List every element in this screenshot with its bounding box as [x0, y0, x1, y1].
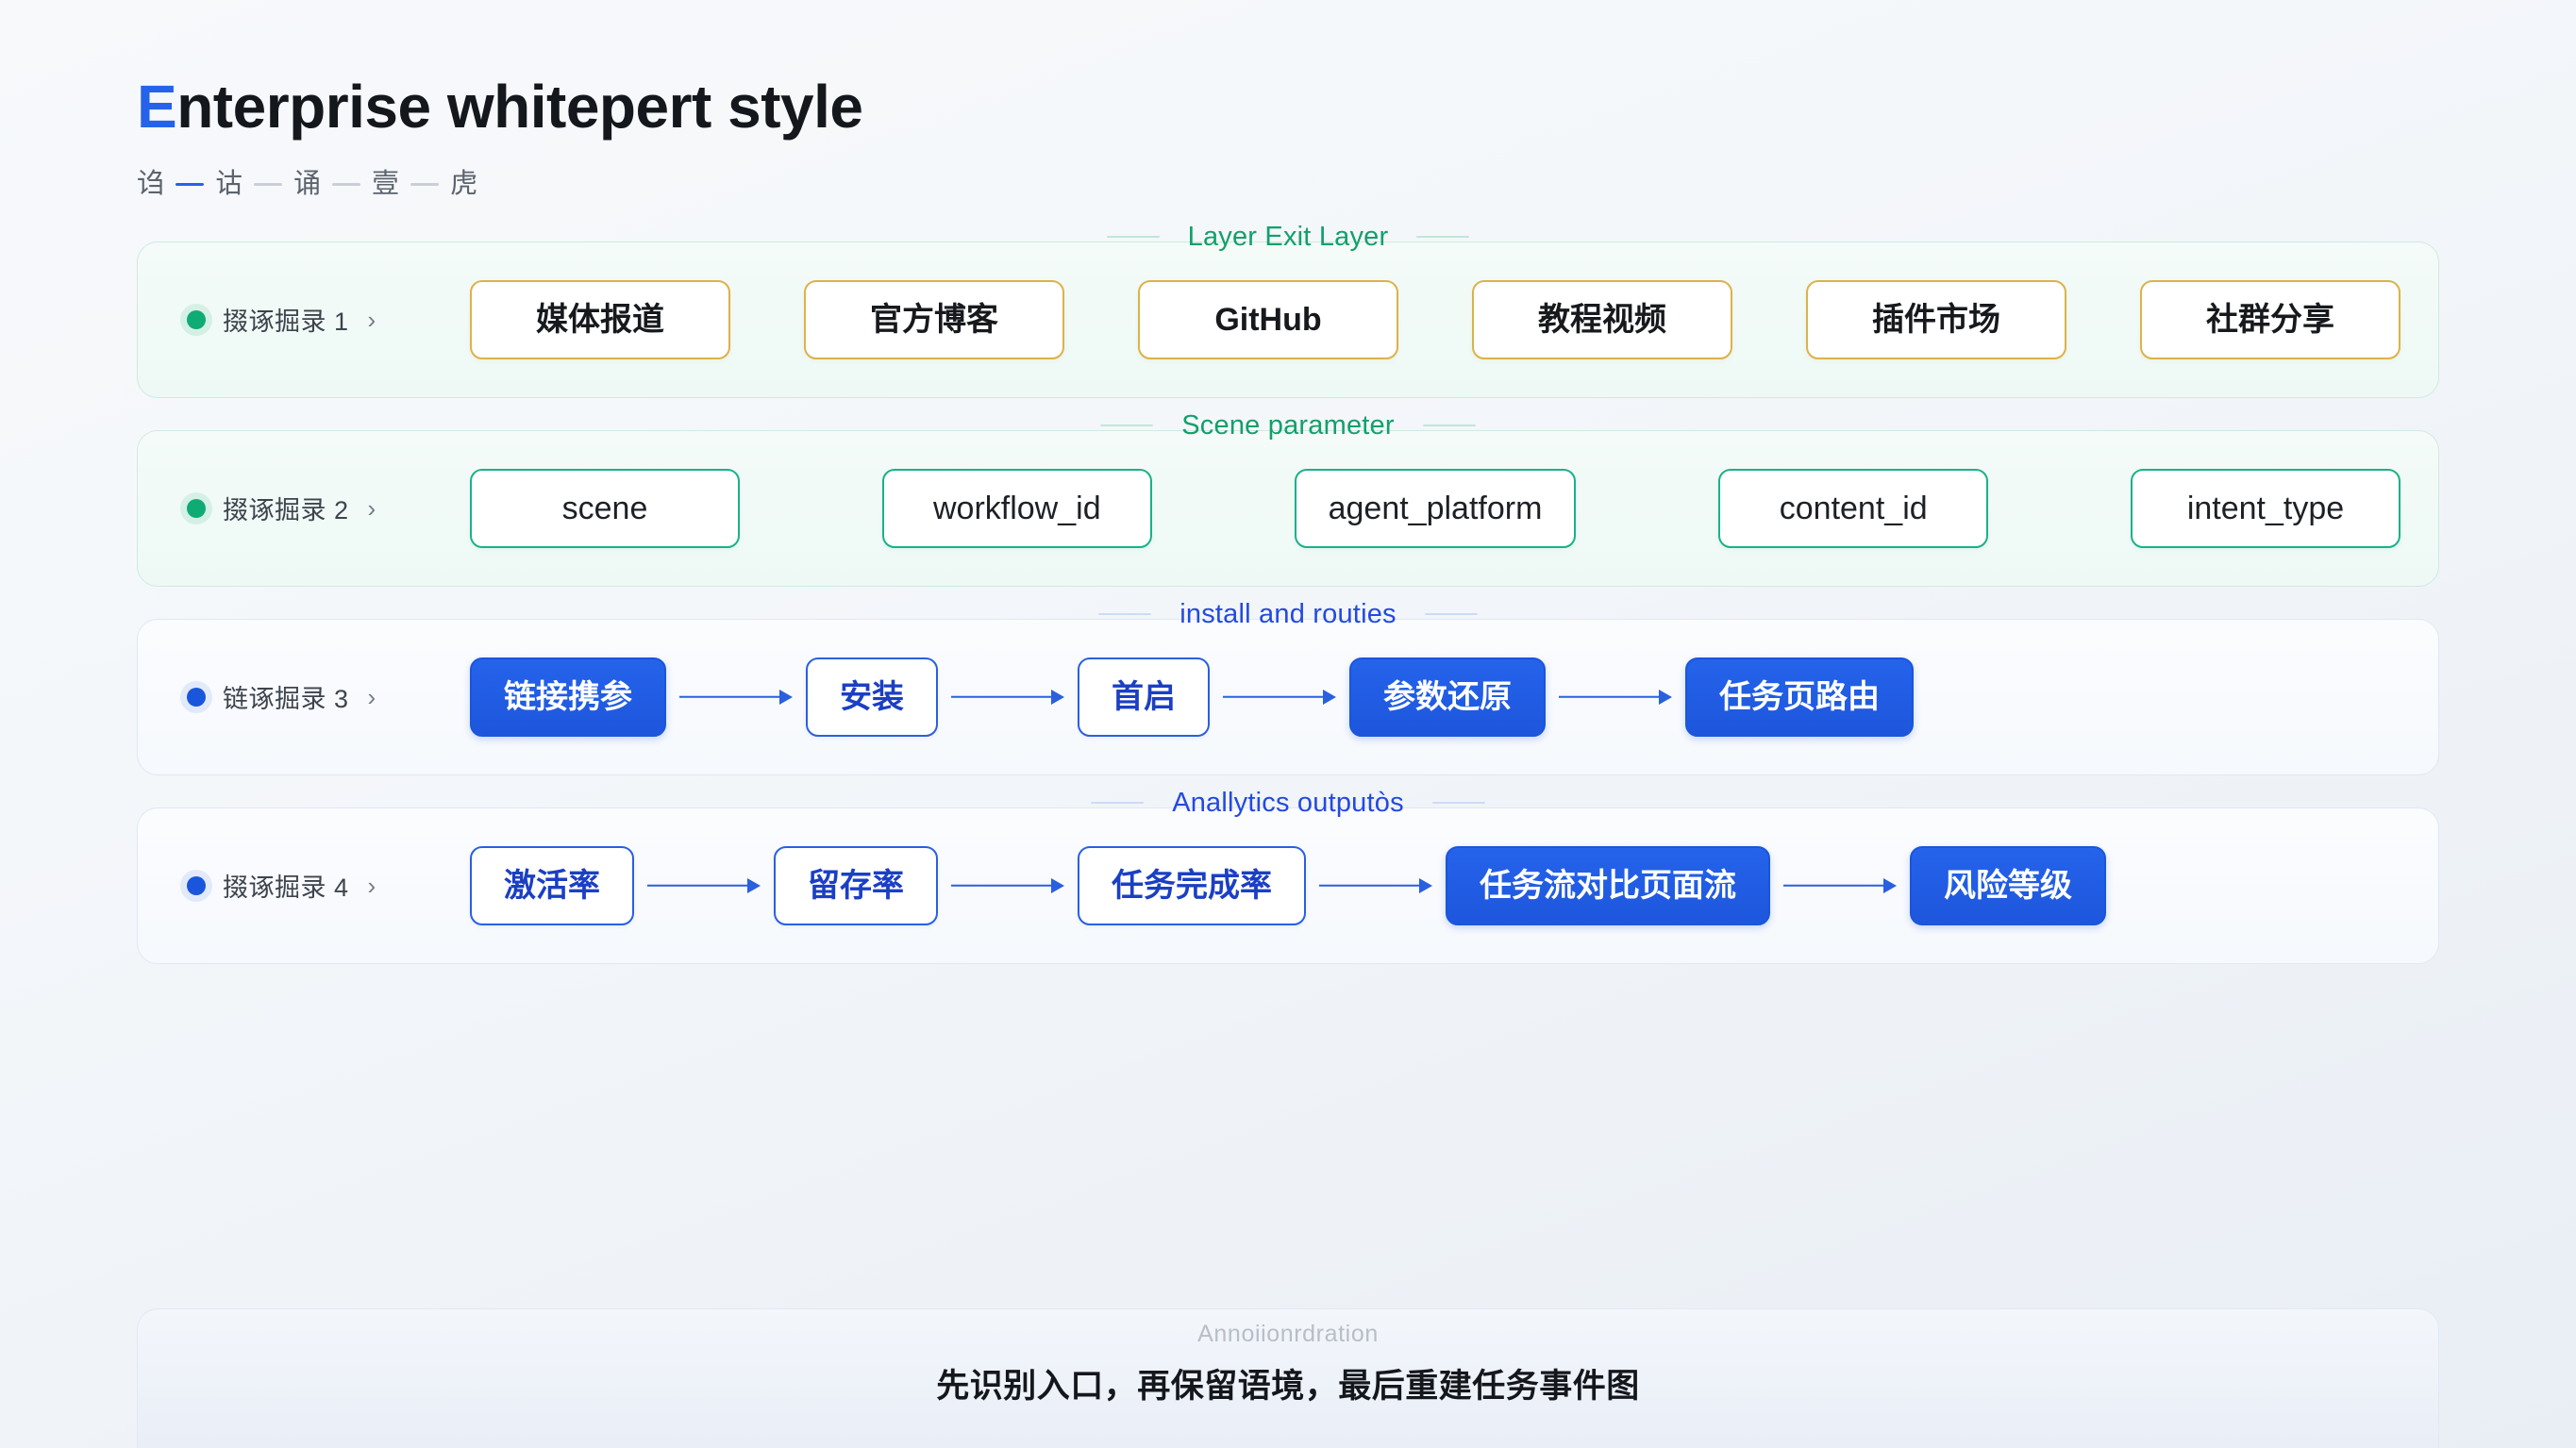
chip-item[interactable]: content_id — [1718, 468, 1989, 548]
row-label-1[interactable]: 掇诼掘录 1 › — [187, 301, 470, 338]
caption-rule-left — [1091, 802, 1145, 805]
step-label-4: 壹 — [372, 169, 400, 200]
step-label-1: 诌 — [137, 169, 165, 200]
section-card-4: Anallytics outputòs 掇诼掘录 4 › 激活率 留存率 任务完成率 任务流… — [137, 789, 2439, 964]
arrow-right-icon — [1559, 686, 1672, 708]
section-card-3: install and routies 链诼掘录 3 › 链接携参 安装 首启 参数还原 任务… — [137, 600, 2439, 775]
step-label-5: 虎 — [450, 169, 478, 200]
row-label-text: 掇诼掘录 1 — [223, 308, 349, 337]
chip-item[interactable]: 安装 — [806, 657, 938, 737]
section-caption-1: Layer Exit Layer — [138, 221, 2438, 252]
chip-item[interactable]: scene — [470, 468, 740, 548]
chip-item[interactable]: 留存率 — [774, 845, 938, 925]
step-divider-3 — [332, 183, 361, 187]
arrow-right-icon — [679, 686, 793, 708]
chip-item[interactable]: 媒体报道 — [470, 279, 730, 359]
bullet-dot-icon — [187, 875, 206, 895]
chip-item[interactable]: 参数还原 — [1349, 657, 1546, 737]
arrow-right-icon — [951, 686, 1064, 708]
arrow-right-icon — [1223, 686, 1336, 708]
chip-item[interactable]: agent_platform — [1294, 468, 1577, 548]
caption-rule-right — [1422, 424, 1476, 427]
caption-rule-right — [1416, 236, 1470, 239]
step-label-2: 诂 — [215, 169, 243, 200]
row-label-text: 掇诼掘录 2 — [223, 496, 349, 525]
page-title: Enterprise whitepert style — [137, 73, 2439, 141]
chip-item[interactable]: intent_type — [2131, 468, 2400, 548]
chip-row-1: 媒体报道官方博客 GitHub 教程视频插件市场社群分享 — [470, 279, 2400, 359]
row-label-2[interactable]: 掇诼掘录 2 › — [187, 490, 470, 526]
chevron-right-icon[interactable]: › — [367, 305, 376, 334]
chip-item[interactable]: GitHub — [1138, 279, 1398, 359]
caption-text: Anallytics outputòs — [1172, 787, 1404, 818]
footer-panel: Annoiionrdration 先识别入口，再保留语境，最后重建任务事件图 — [137, 1308, 2439, 1448]
step-breadcrumb: 诌 诂 诵 壹 虎 — [137, 166, 2439, 204]
chip-item[interactable]: 激活率 — [470, 845, 634, 925]
row-label-text: 链诼掘录 3 — [223, 685, 349, 714]
footer-caption: Annoiionrdration — [1197, 1321, 1379, 1347]
arrow-right-icon — [1319, 874, 1432, 897]
section-caption-4: Anallytics outputòs — [138, 787, 2438, 818]
chip-item[interactable]: 任务页路由 — [1685, 657, 1914, 737]
step-divider-4 — [410, 183, 440, 187]
bullet-dot-icon — [187, 498, 206, 518]
chip-item[interactable]: workflow_id — [881, 468, 1152, 548]
chip-item[interactable]: 插件市场 — [1806, 279, 2066, 359]
step-divider-2 — [254, 183, 283, 187]
arrow-right-icon — [951, 874, 1064, 897]
step-divider-1 — [176, 183, 205, 187]
footer-summary-text: 先识别入口，再保留语境，最后重建任务事件图 — [936, 1368, 1640, 1405]
chip-row-2: scene workflow_id agent_platform content_id… — [470, 468, 2400, 548]
arrow-right-icon — [1783, 874, 1897, 897]
caption-text: Layer Exit Layer — [1187, 221, 1389, 252]
caption-rule-left — [1098, 613, 1152, 616]
chip-item[interactable]: 首启 — [1078, 657, 1210, 737]
chip-item[interactable]: 任务流对比页面流 — [1446, 845, 1770, 925]
chip-item[interactable]: 社群分享 — [2140, 279, 2400, 359]
chip-item[interactable]: 教程视频 — [1472, 279, 1732, 359]
row-label-3[interactable]: 链诼掘录 3 › — [187, 678, 470, 715]
bullet-dot-icon — [187, 687, 206, 707]
caption-rule-left — [1106, 236, 1160, 239]
section-caption-2: Scene parameter — [138, 409, 2438, 441]
chip-item[interactable]: 官方博客 — [804, 279, 1064, 359]
chip-item[interactable]: 链接携参 — [470, 657, 666, 737]
caption-rule-right — [1424, 613, 1478, 616]
chevron-right-icon[interactable]: › — [367, 493, 376, 523]
caption-rule-left — [1100, 424, 1154, 427]
section-card-2: Scene parameter 掇诼掘录 2 › scene workflow_id ag… — [137, 411, 2439, 587]
chevron-right-icon[interactable]: › — [367, 682, 376, 711]
bullet-dot-icon — [187, 309, 206, 329]
section-caption-3: install and routies — [138, 598, 2438, 629]
section-card-1: Layer Exit Layer 掇诼掘录 1 › 媒体报道官方博客 GitHub 教程视… — [137, 223, 2439, 398]
chip-item[interactable]: 风险等级 — [1910, 845, 2106, 925]
caption-rule-right — [1431, 802, 1485, 805]
section-list: Layer Exit Layer 掇诼掘录 1 › 媒体报道官方博客 GitHub 教程视… — [137, 223, 2439, 964]
row-label-4[interactable]: 掇诼掘录 4 › — [187, 867, 470, 904]
arrow-right-icon — [647, 874, 761, 897]
chip-row-3: 链接携参 安装 首启 参数还原 任务页路由 — [470, 657, 2400, 737]
caption-text: install and routies — [1179, 598, 1397, 629]
step-label-3: 诵 — [293, 169, 322, 200]
row-label-text: 掇诼掘录 4 — [223, 874, 349, 903]
caption-text: Scene parameter — [1181, 409, 1395, 441]
page-title-rest: nterprise whitepert style — [176, 73, 863, 141]
chevron-right-icon[interactable]: › — [367, 871, 376, 900]
page-title-accent-letter: E — [137, 73, 177, 141]
chip-row-4: 激活率 留存率 任务完成率 任务流对比页面流 风险等级 — [470, 845, 2400, 925]
chip-item[interactable]: 任务完成率 — [1078, 845, 1306, 925]
